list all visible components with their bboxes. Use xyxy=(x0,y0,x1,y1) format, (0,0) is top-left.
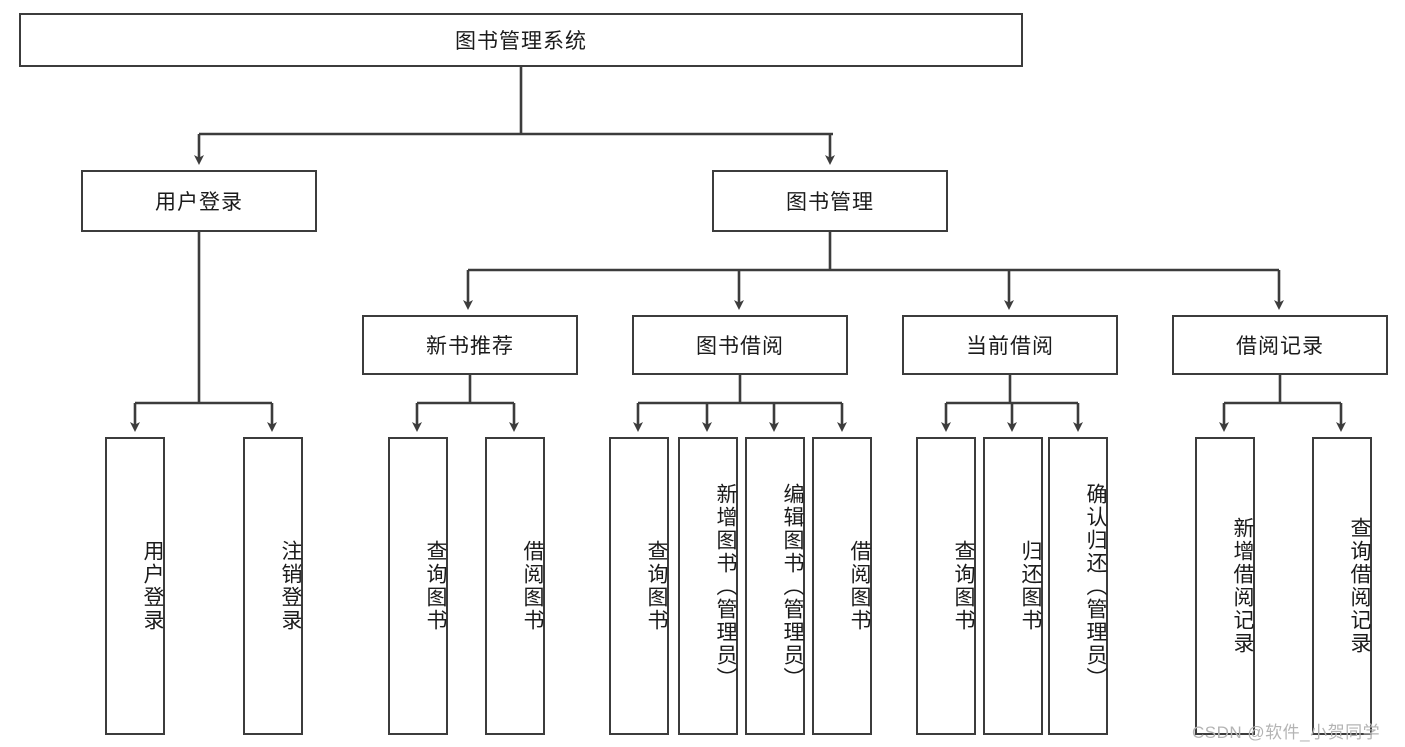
leaf-node[interactable]: 编辑图书（管理员） xyxy=(745,437,805,735)
leaf-node[interactable]: 归还图书 xyxy=(983,437,1043,735)
leaf-node[interactable]: 确认归还（管理员） xyxy=(1048,437,1108,735)
leaf-node-label: 注销登录 xyxy=(279,540,302,632)
leaf-node-label: 查询图书 xyxy=(645,540,668,632)
node-root-label: 图书管理系统 xyxy=(455,30,587,53)
leaf-node[interactable]: 查询借阅记录 xyxy=(1312,437,1372,735)
leaf-node-label: 借阅图书 xyxy=(521,540,544,632)
leaf-node-label: 借阅图书 xyxy=(848,540,871,632)
node-book-management-label: 图书管理 xyxy=(786,191,874,214)
node-book-management[interactable]: 图书管理 xyxy=(712,170,948,232)
leaf-node-label: 用户登录 xyxy=(141,540,164,632)
leaf-node-label: 新增借阅记录 xyxy=(1231,517,1254,655)
leaf-node[interactable]: 借阅图书 xyxy=(812,437,872,735)
node-root[interactable]: 图书管理系统 xyxy=(19,13,1023,67)
node-current-borrow-label: 当前借阅 xyxy=(966,335,1054,358)
leaf-node[interactable]: 查询图书 xyxy=(916,437,976,735)
leaf-node-label: 查询借阅记录 xyxy=(1348,517,1371,655)
node-current-borrow[interactable]: 当前借阅 xyxy=(902,315,1118,375)
leaf-node[interactable]: 借阅图书 xyxy=(485,437,545,735)
leaf-node[interactable]: 用户登录 xyxy=(105,437,165,735)
node-borrow-record[interactable]: 借阅记录 xyxy=(1172,315,1388,375)
csdn-watermark: CSDN @软件_小贺同学 xyxy=(1192,723,1381,742)
leaf-node-label: 查询图书 xyxy=(952,540,975,632)
node-new-book-recommend-label: 新书推荐 xyxy=(426,335,514,358)
leaf-node[interactable]: 查询图书 xyxy=(388,437,448,735)
node-book-borrow-label: 图书借阅 xyxy=(696,335,784,358)
leaf-node-label: 新增图书（管理员） xyxy=(714,482,737,690)
leaf-node[interactable]: 注销登录 xyxy=(243,437,303,735)
leaf-node[interactable]: 查询图书 xyxy=(609,437,669,735)
leaf-node-label: 查询图书 xyxy=(424,540,447,632)
leaf-node-label: 确认归还（管理员） xyxy=(1084,482,1107,690)
leaf-node-label: 编辑图书（管理员） xyxy=(781,482,804,690)
leaf-node[interactable]: 新增图书（管理员） xyxy=(678,437,738,735)
node-borrow-record-label: 借阅记录 xyxy=(1236,335,1324,358)
node-new-book-recommend[interactable]: 新书推荐 xyxy=(362,315,578,375)
leaf-node-label: 归还图书 xyxy=(1019,540,1042,632)
leaf-node[interactable]: 新增借阅记录 xyxy=(1195,437,1255,735)
node-user-login-label: 用户登录 xyxy=(155,191,243,214)
node-book-borrow[interactable]: 图书借阅 xyxy=(632,315,848,375)
node-user-login[interactable]: 用户登录 xyxy=(81,170,317,232)
